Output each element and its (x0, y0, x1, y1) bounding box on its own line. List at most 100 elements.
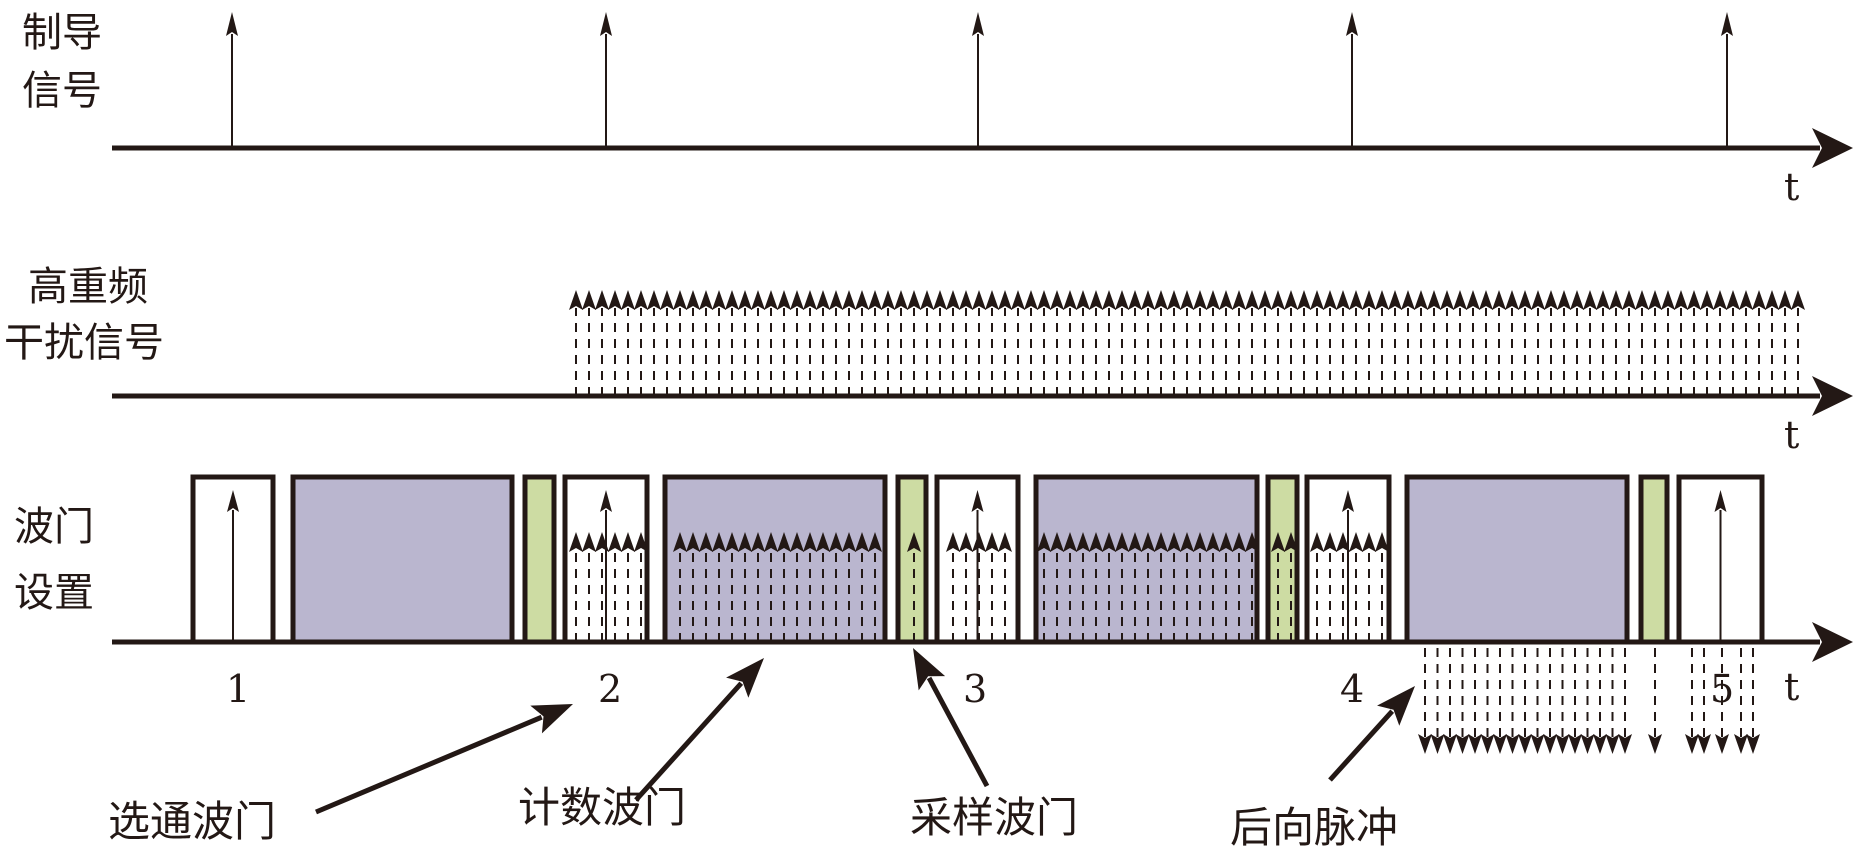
interference-pulse-head (1128, 290, 1142, 310)
interference-pulse (634, 290, 648, 396)
backward-pulse (1648, 648, 1662, 754)
backward-pulse (1593, 648, 1607, 754)
interference-pulse (972, 290, 986, 396)
interference-pulse-head (1661, 290, 1675, 310)
gated-interference-pulse (1310, 532, 1324, 642)
interference-pulse-head (569, 290, 583, 310)
backward-pulse (1505, 648, 1520, 754)
interference-pulse (751, 290, 765, 396)
interference-pulse-head (1102, 290, 1116, 310)
backward-pulse (1480, 648, 1495, 754)
gate-guidance-pulse-1-head (227, 490, 239, 512)
interference-pulse (1063, 290, 1077, 396)
interference-pulse-head (946, 290, 960, 310)
interference-pulse-head (673, 290, 687, 310)
gated-interference-pulse (1089, 532, 1103, 642)
interference-pulse-head (1167, 290, 1181, 310)
interference-pulse (1141, 290, 1155, 396)
gated-interference-pulse (1193, 532, 1207, 642)
interference-pulse-head (985, 290, 999, 310)
interference-pulse-head (738, 290, 752, 310)
interference-pulse (1232, 290, 1246, 396)
backward-pulse (1493, 648, 1507, 754)
gated-interference-pulse (1323, 532, 1337, 642)
interference-pulse (777, 290, 791, 396)
backward-pulse (1734, 648, 1748, 754)
interference-pulse (842, 290, 856, 396)
interference-pulse (660, 290, 674, 396)
backward-pulse-head (1685, 734, 1699, 754)
count-gate (290, 474, 515, 645)
interference-pulse-head (803, 290, 817, 310)
gated-interference-pulse (1063, 532, 1077, 642)
interference-pulse (1297, 290, 1311, 396)
backward-pulse-head (1593, 734, 1607, 754)
interference-pulse (764, 290, 778, 396)
gated-interference-pulse-head (907, 532, 921, 552)
backward-pulse (1605, 648, 1620, 754)
gated-interference-pulse-head (790, 532, 804, 552)
gated-interference-pulse (907, 532, 921, 642)
axes-layer (112, 128, 1853, 662)
gated-interference-pulse-head (1245, 532, 1259, 552)
interference-pulse-head (777, 290, 791, 310)
interference-pulse (920, 290, 934, 396)
backward-pulse (1455, 648, 1470, 754)
interference-pulse-head (699, 290, 713, 310)
interference-pulse-head (1739, 290, 1753, 310)
interference-pulse (1271, 290, 1285, 396)
backward-pulse (1530, 648, 1545, 754)
backward-pulse (1746, 648, 1760, 754)
gated-interference-pulse (816, 532, 830, 642)
gate-layer (190, 474, 1765, 645)
sample-gate (895, 474, 929, 645)
interference-pulse-head (1089, 290, 1103, 310)
interference-pulse (738, 290, 752, 396)
interference-pulse-head (1258, 290, 1272, 310)
interference-pulse-head (1752, 290, 1766, 310)
backward-pulse-head (1443, 734, 1457, 754)
gated-interference-pulse-head (1271, 532, 1285, 552)
annotation-arrows (315, 648, 1415, 815)
gated-interference-pulse (790, 532, 804, 642)
backward-pulse-head (1605, 734, 1620, 754)
backward-pulse-head (1493, 734, 1507, 754)
interference-pulse (699, 290, 713, 396)
backward-pulse-head (1734, 734, 1748, 754)
interference-pulse (1349, 290, 1363, 396)
interference-pulse-head (1466, 290, 1480, 310)
backward-pulse (1685, 648, 1699, 754)
interference-pulse (1713, 290, 1727, 396)
interference-pulse-head (790, 290, 804, 310)
backward-pulse (1697, 648, 1711, 754)
backward-pulse-head (1555, 734, 1570, 754)
cycle-number-1: 1 (226, 667, 250, 711)
guidance-pulse-2 (600, 12, 612, 148)
backward-pulse (1543, 648, 1557, 754)
interference-pulse (1401, 290, 1415, 396)
interference-pulse-head (1037, 290, 1051, 310)
interference-pulse-head (1193, 290, 1207, 310)
gated-interference-pulse (959, 532, 973, 642)
interference-pulse-head (1557, 290, 1571, 310)
arrow-count-gate (634, 658, 764, 802)
gated-interference-pulse (1232, 532, 1246, 642)
interference-pulse (1622, 290, 1636, 396)
backward-pulse (1618, 648, 1632, 754)
gated-interference-pulse-head (1323, 532, 1337, 552)
backward-pulse-head (1568, 734, 1582, 754)
interference-pulse-head (907, 290, 921, 310)
interference-pulse-head (1583, 290, 1597, 310)
cycle-number-3: 3 (963, 667, 987, 711)
interference-pulse-head (1375, 290, 1389, 310)
interference-pulse (1778, 290, 1792, 396)
interference-pulse (1245, 290, 1259, 396)
gated-interference-pulse (842, 532, 856, 642)
interference-pulse (829, 290, 843, 396)
gated-interference-pulse-head (1375, 532, 1389, 552)
axis-guidance-arrowhead (1812, 128, 1853, 168)
gated-interference-pulse (1050, 532, 1064, 642)
gated-interference-pulse (777, 532, 791, 642)
gated-interference-pulse-head (972, 532, 986, 552)
backward-pulse (1468, 648, 1482, 754)
